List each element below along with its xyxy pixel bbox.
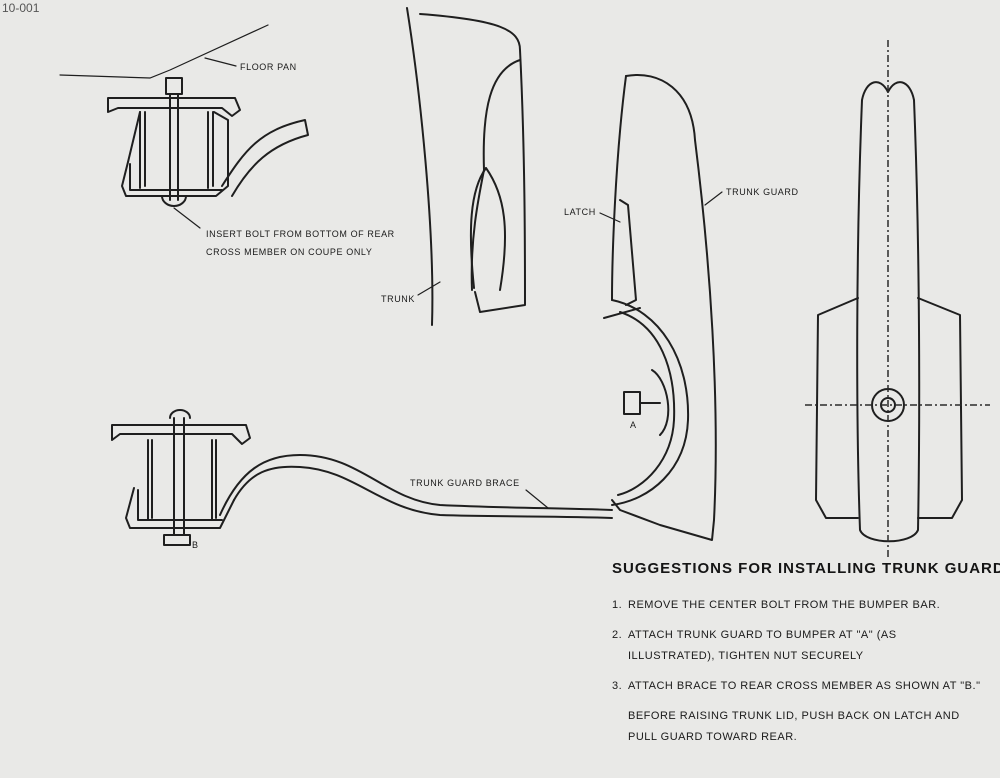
point-a-label: A xyxy=(630,420,637,430)
instructions-note: BEFORE RAISING TRUNK LID, PUSH BACK ON L… xyxy=(628,710,960,743)
point-b-label: B xyxy=(192,540,199,550)
trunk-guard-outer xyxy=(611,74,717,541)
bumper-curve-outer xyxy=(611,299,690,506)
brace-bottom xyxy=(233,465,613,519)
latch-label: LATCH xyxy=(564,207,596,217)
instruction-step: 2. ATTACH TRUNK GUARD TO BUMPER AT "A" (… xyxy=(612,625,982,667)
lower-channel-inner xyxy=(137,489,223,521)
insert-bolt-label-2: CROSS MEMBER ON COUPE ONLY xyxy=(206,247,372,257)
upper-bracket-detail xyxy=(59,24,309,229)
step-number: 3. xyxy=(612,680,623,692)
instructions-list: 1. REMOVE THE CENTER BOLT FROM THE BUMPE… xyxy=(612,595,982,697)
lower-plate xyxy=(111,424,251,445)
instruction-step: 1. REMOVE THE CENTER BOLT FROM THE BUMPE… xyxy=(612,595,982,616)
latch-leader xyxy=(599,212,621,223)
trunk-leader xyxy=(417,281,441,296)
bumper-curve-inner xyxy=(617,311,676,496)
brace-top xyxy=(219,454,613,516)
step-text: REMOVE THE CENTER BOLT FROM THE BUMPER B… xyxy=(628,599,941,611)
front-view-left-wing xyxy=(815,297,859,519)
latch-hook xyxy=(603,307,641,319)
bolt-shaft xyxy=(169,93,179,201)
trunk-left-edge xyxy=(406,7,434,326)
trunk-panel-line xyxy=(470,59,521,291)
floor-pan-leader xyxy=(204,57,237,67)
front-view-right-wing xyxy=(917,297,963,519)
step-number: 2. xyxy=(612,629,623,641)
upper-nut xyxy=(161,195,187,207)
trunk-guard-profile xyxy=(599,74,723,541)
instructions-title: SUGGESTIONS FOR INSTALLING TRUNK GUARD xyxy=(612,560,1000,577)
upper-cross-member xyxy=(221,119,309,197)
bolt-b-nut xyxy=(163,534,191,546)
brace-label: TRUNK GUARD BRACE xyxy=(410,478,520,488)
upper-channel-outline xyxy=(121,111,229,197)
installation-instructions: SUGGESTIONS FOR INSTALLING TRUNK GUARD 1… xyxy=(612,560,1000,748)
step-text: ATTACH BRACE TO REAR CROSS MEMBER AS SHO… xyxy=(628,680,981,692)
floor-pan-label: FLOOR PAN xyxy=(240,62,297,72)
trunk-guard-label: TRUNK GUARD xyxy=(726,187,799,197)
bolt-head xyxy=(165,77,183,95)
bolt-a-nut xyxy=(623,391,641,415)
floor-pan-line xyxy=(59,24,269,79)
upper-plate xyxy=(107,97,241,117)
lower-bracket-detail xyxy=(111,409,613,546)
brace-leader xyxy=(525,489,549,509)
front-view-guard xyxy=(856,81,921,543)
step-text: ATTACH TRUNK GUARD TO BUMPER AT "A" (AS … xyxy=(628,629,897,662)
lower-channel-walls xyxy=(147,439,217,521)
instruction-step: 3. ATTACH BRACE TO REAR CROSS MEMBER AS … xyxy=(612,676,982,697)
lower-bolt-top xyxy=(169,409,191,419)
trunk-outline xyxy=(406,7,526,326)
latch-arm xyxy=(619,199,637,306)
upper-channel-inner xyxy=(129,163,223,191)
insert-bolt-leader xyxy=(173,207,201,229)
trunk-guard-leader xyxy=(704,191,723,206)
bumper-bracket-a xyxy=(651,369,670,436)
insert-bolt-label-1: INSERT BOLT FROM BOTTOM OF REAR xyxy=(206,229,395,239)
lower-channel-outline xyxy=(125,487,235,529)
lower-bolt-shaft xyxy=(173,417,185,536)
trunk-right-edge xyxy=(419,13,526,313)
trunk-label: TRUNK xyxy=(381,294,415,304)
upper-channel-walls xyxy=(139,111,214,189)
trunk-guard-front-view xyxy=(805,40,990,560)
trunk-handle-curve xyxy=(469,167,507,291)
step-number: 1. xyxy=(612,599,623,611)
trunk-guard-front xyxy=(611,75,627,301)
corner-mark: 10-001 xyxy=(2,1,40,15)
